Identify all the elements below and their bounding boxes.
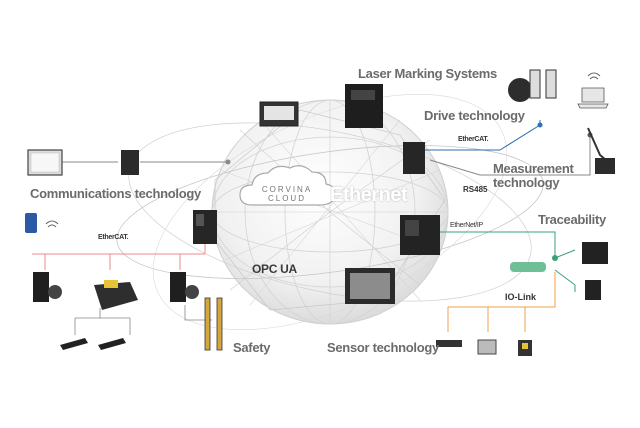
sensor-right-1	[436, 340, 462, 347]
wifi-icon-right	[587, 72, 601, 80]
label-drive-technology: Drive technology	[424, 108, 525, 123]
safety-light-curtain-2	[216, 297, 223, 351]
label-safety: Safety	[233, 340, 271, 355]
barcode-reader	[582, 242, 608, 264]
phone-icon	[25, 213, 37, 233]
servo-drive-1	[33, 272, 49, 302]
cloud-icon	[239, 165, 335, 206]
protocol-rs485: RS485	[463, 185, 488, 194]
servo-drive-3	[529, 69, 541, 99]
servo-drive-2	[170, 272, 186, 302]
robot-table	[94, 282, 138, 310]
label-traceability: Traceability	[538, 212, 606, 227]
sensor-right-2	[477, 339, 497, 355]
label-sensor-technology: Sensor technology	[327, 340, 439, 355]
gateway-module	[121, 150, 139, 175]
protocol-io-link: IO-Link	[505, 292, 536, 302]
servo-drive-4	[545, 69, 557, 99]
protocol-ethercat-left: EtherCAT.	[98, 234, 129, 241]
controller-right	[403, 142, 425, 174]
protocol-ethernetip: EtherNet/IP	[450, 222, 483, 229]
sensor-left-2	[98, 338, 126, 350]
devices	[25, 69, 615, 356]
label-laser-marking: Laser Marking Systems	[358, 66, 497, 81]
opc-ua-label: OPC UA	[252, 262, 297, 276]
protocol-ethercat-right: EtherCAT.	[458, 136, 489, 143]
connector-lines	[32, 120, 593, 335]
sensor-left-1	[60, 338, 88, 350]
label-measurement-technology: Measurement technology	[493, 161, 574, 190]
wifi-icon	[45, 220, 59, 228]
laptop-icon	[577, 87, 609, 109]
io-link-master	[510, 262, 546, 272]
label-communications-technology: Communications technology	[30, 186, 201, 201]
globe	[116, 93, 544, 331]
servo-motor-1	[508, 78, 532, 102]
ethernet-label: Ethernet	[330, 184, 408, 206]
rfid-reader	[585, 280, 601, 300]
safety-light-curtain-1	[204, 297, 211, 351]
